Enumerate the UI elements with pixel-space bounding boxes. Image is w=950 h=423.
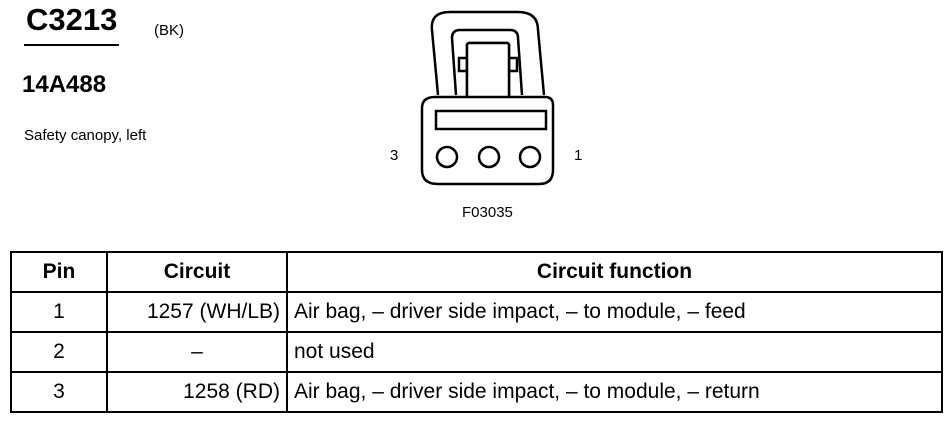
cell-circuit: 1258 (RD) — [106, 371, 288, 413]
pinout-table: Pin Circuit Circuit function 1 1257 (WH/… — [10, 251, 943, 413]
description: Safety canopy, left — [24, 127, 147, 144]
cell-pin: 3 — [10, 371, 108, 413]
latch-inner — [450, 28, 524, 96]
table-row: 1 1257 (WH/LB) Air bag, – driver side im… — [10, 291, 943, 333]
connector-id: C3213 — [24, 2, 120, 46]
pin-cavity-3 — [435, 145, 459, 169]
figure-code: F03035 — [462, 204, 513, 221]
header-circuit-function: Circuit function — [286, 251, 943, 293]
pin-label-1: 1 — [574, 147, 583, 164]
header-circuit: Circuit — [106, 251, 288, 293]
cell-pin: 1 — [10, 291, 108, 333]
latch-tab-core — [465, 41, 511, 100]
table-row: 3 1258 (RD) Air bag, – driver side impac… — [10, 371, 943, 413]
pin-cavity-1 — [518, 145, 542, 169]
table-header-row: Pin Circuit Circuit function — [10, 251, 943, 293]
header-pin: Pin — [10, 251, 108, 293]
cell-circuit: – — [106, 331, 288, 373]
cell-function: Air bag, – driver side impact, – to modu… — [286, 291, 943, 333]
cell-pin: 2 — [10, 331, 108, 373]
cell-function: Air bag, – driver side impact, – to modu… — [286, 371, 943, 413]
part-number: 14A488 — [22, 71, 107, 98]
latch-outer — [430, 10, 546, 96]
cell-circuit: 1257 (WH/LB) — [106, 291, 288, 333]
connector-face-diagram — [420, 10, 555, 186]
pin-label-3: 3 — [390, 147, 399, 164]
key-slot — [434, 109, 548, 131]
color-code: (BK) — [154, 22, 184, 39]
table-row: 2 – not used — [10, 331, 943, 373]
pin-cavity-2 — [477, 145, 501, 169]
cell-function: not used — [286, 331, 943, 373]
